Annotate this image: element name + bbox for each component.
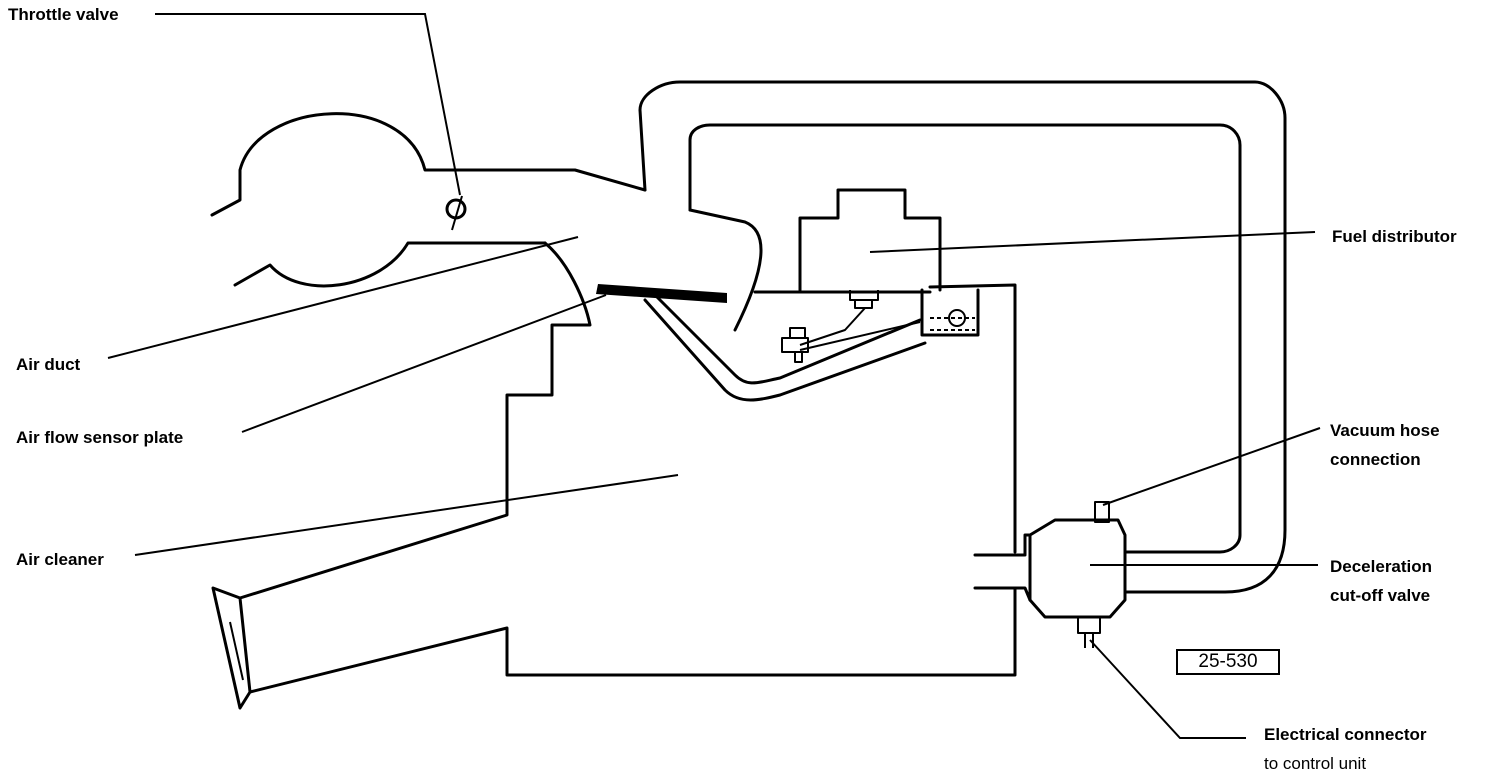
air-duct-wall	[638, 80, 1287, 594]
label-air-cleaner: Air cleaner	[16, 550, 104, 569]
label-vacuum-hose-connection: Vacuum hose connection	[1330, 421, 1440, 469]
deceleration-cutoff-valve	[1028, 518, 1127, 619]
label-throttle-valve: Throttle valve	[8, 5, 119, 24]
leader-electrical	[1089, 639, 1246, 739]
leader-air-cleaner	[134, 474, 679, 556]
sensor-funnel	[643, 298, 927, 402]
throttle-housing	[210, 112, 647, 217]
air-cleaner-housing	[238, 241, 592, 600]
label-electrical-connector: Electrical connector to control unit	[1264, 725, 1427, 773]
leader-air-duct	[107, 236, 579, 359]
leader-vacuum-hose	[1102, 427, 1321, 506]
leader-fuel-distributor	[869, 231, 1316, 253]
intake-horn	[211, 586, 252, 710]
label-fuel-distributor: Fuel distributor	[1332, 227, 1457, 246]
throttle-housing-lower	[233, 241, 547, 288]
figure-number: 25-530	[1176, 649, 1280, 675]
leader-throttle-valve	[155, 13, 461, 196]
label-air-flow-sensor-plate: Air flow sensor plate	[16, 428, 184, 447]
fuel-distributor	[798, 188, 942, 292]
label-deceleration-cutoff-valve: Deceleration cut-off valve	[1330, 557, 1433, 605]
label-air-duct: Air duct	[16, 355, 81, 374]
leader-air-flow-sensor-plate	[241, 294, 607, 433]
air-flow-sensor-plate	[596, 284, 727, 303]
